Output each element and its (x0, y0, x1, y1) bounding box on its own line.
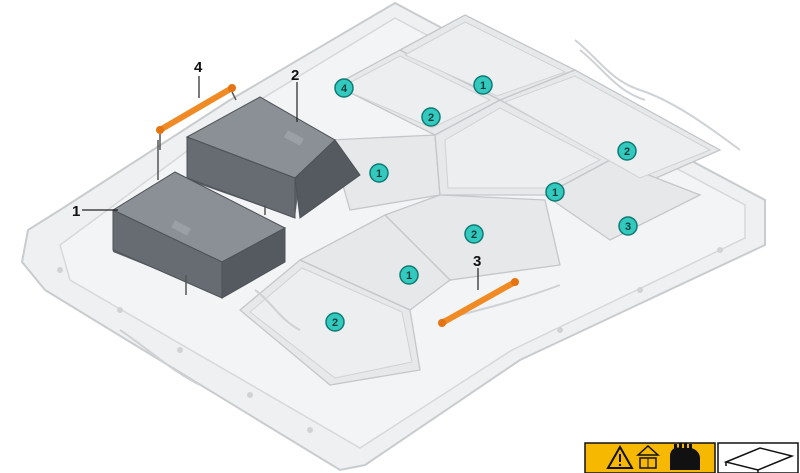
cell-module-1 (111, 171, 287, 299)
badge: 1 (399, 265, 419, 285)
cable-harness (119, 39, 741, 386)
svg-text:1: 1 (480, 80, 486, 92)
cell-module-2 (185, 96, 361, 219)
badge: 2 (464, 224, 484, 244)
leader-lines (82, 76, 479, 290)
svg-text:1: 1 (406, 270, 412, 282)
mounting-bolts (157, 140, 266, 295)
badge: 2 (325, 312, 345, 332)
orange-connector-4 (156, 84, 237, 150)
manual-book-icon (636, 444, 660, 469)
svg-text:3: 3 (625, 221, 631, 233)
badge: 1 (473, 75, 493, 95)
callout-1: 1 (72, 203, 80, 220)
badge: 3 (618, 216, 638, 236)
glove-hand-icon (670, 443, 700, 470)
warning-triangle-icon (606, 444, 634, 469)
callout-4: 4 (194, 59, 203, 76)
module-tops (249, 21, 712, 379)
svg-text:1: 1 (376, 168, 382, 180)
callout-2: 2 (291, 67, 299, 84)
orange-connector-3 (438, 278, 519, 327)
svg-text:2: 2 (471, 229, 477, 241)
badge: 1 (369, 163, 389, 183)
svg-text:2: 2 (624, 146, 630, 158)
svg-text:1: 1 (552, 187, 558, 199)
warning-pictogram (584, 442, 799, 473)
badge: 2 (421, 107, 441, 127)
svg-text:2: 2 (332, 317, 338, 329)
svg-text:4: 4 (341, 83, 348, 95)
module-badges: 1 1 1 1 2 2 2 2 3 4 (325, 75, 638, 332)
badge: 1 (545, 182, 565, 202)
badge: 2 (617, 141, 637, 161)
svg-text:2: 2 (428, 112, 434, 124)
callout-3: 3 (473, 253, 481, 270)
badge: 4 (334, 78, 354, 98)
